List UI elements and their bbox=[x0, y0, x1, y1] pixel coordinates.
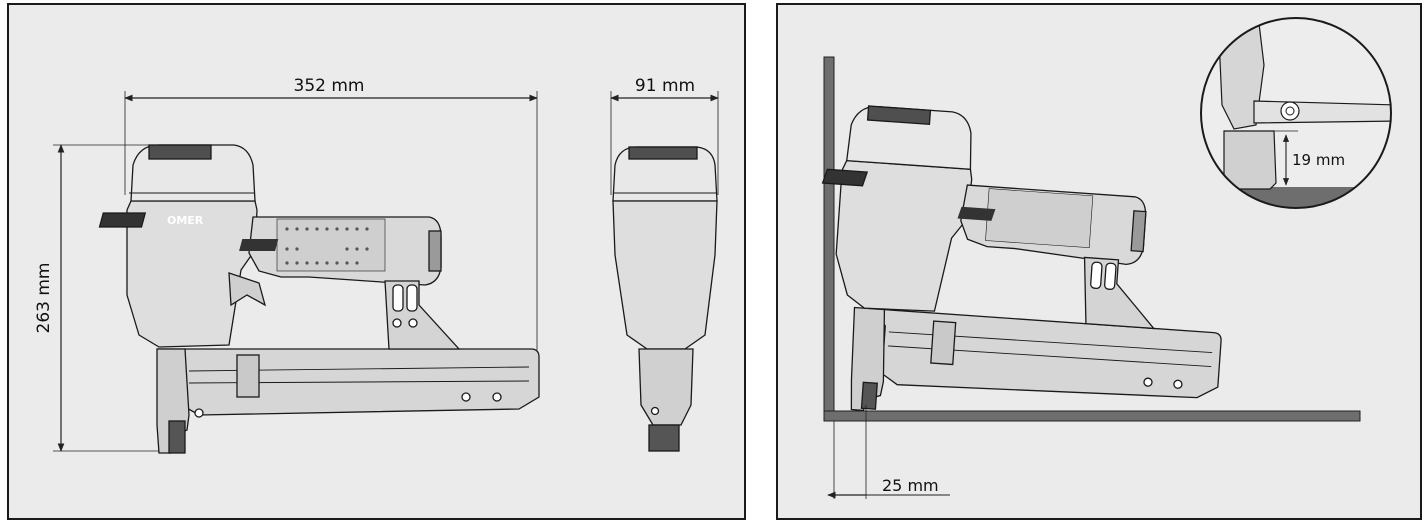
depth-dimension: 91 mm bbox=[610, 76, 719, 195]
dimensions-panel: 352 mm 91 mm 263 mm bbox=[7, 3, 746, 520]
stapler-application-view bbox=[821, 105, 1222, 412]
width-dimension: 352 mm bbox=[124, 76, 538, 350]
depth-label: 91 mm bbox=[635, 76, 695, 96]
width-label: 352 mm bbox=[294, 76, 365, 96]
application-panel: 25 mm 19 mm bbox=[776, 3, 1422, 520]
wall-offset-dimension: 25 mm bbox=[827, 405, 950, 499]
dimension-drawing: 352 mm 91 mm 263 mm bbox=[34, 76, 719, 454]
height-dimension: 263 mm bbox=[34, 144, 174, 452]
clearance-detail: 19 mm bbox=[1200, 17, 1392, 209]
brand-logo: OMER bbox=[167, 214, 204, 227]
wall-and-floor bbox=[823, 56, 1361, 422]
application-drawing: 25 mm 19 mm bbox=[821, 17, 1392, 499]
stapler-front-view bbox=[612, 146, 718, 452]
wall-offset-label: 25 mm bbox=[882, 476, 939, 495]
stapler-side-view: OMER bbox=[98, 144, 540, 454]
height-label: 263 mm bbox=[34, 263, 54, 334]
clearance-label: 19 mm bbox=[1292, 151, 1345, 169]
